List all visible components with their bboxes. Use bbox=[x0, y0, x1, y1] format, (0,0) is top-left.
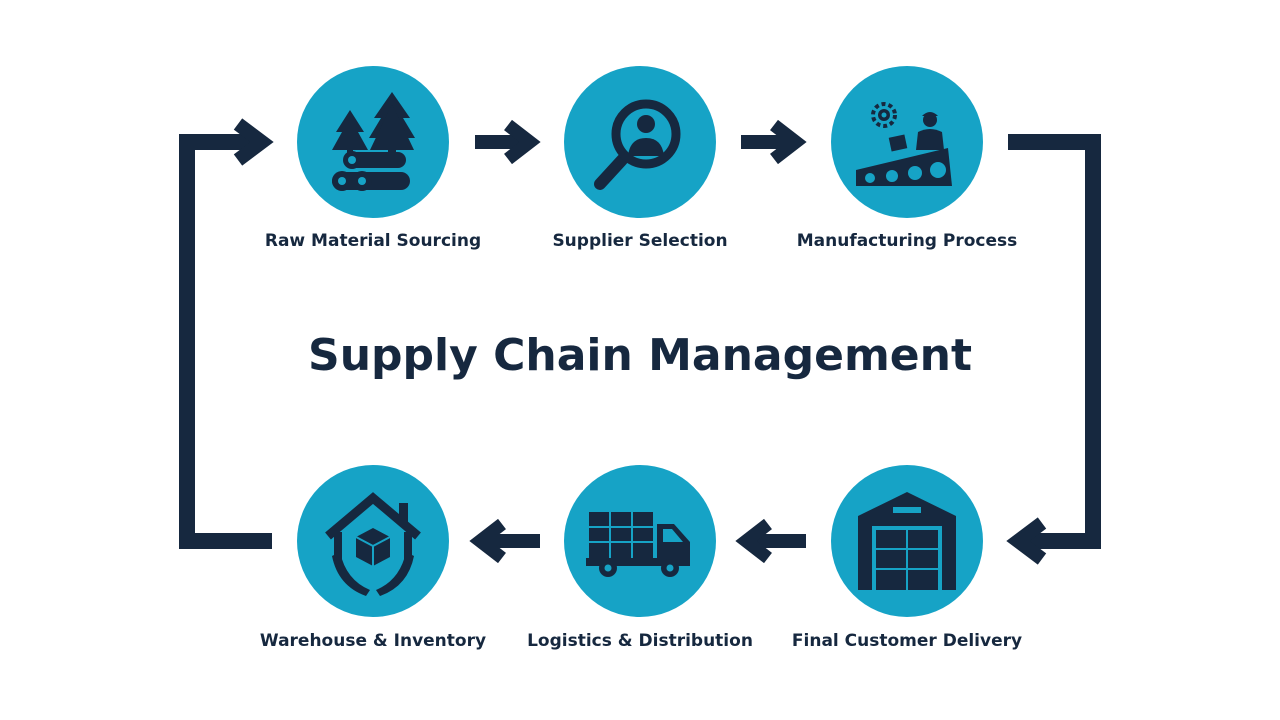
hands-house-box-icon bbox=[325, 492, 421, 596]
warehouse-boxes-icon bbox=[858, 492, 956, 590]
step-circle bbox=[297, 66, 449, 218]
delivery-truck-icon bbox=[586, 512, 690, 577]
step-circle bbox=[831, 66, 983, 218]
arrow-left-icon bbox=[735, 518, 806, 564]
step-label: Supplier Selection bbox=[552, 231, 727, 251]
arrow-right-icon bbox=[741, 119, 807, 165]
step-manufacturing-process: Manufacturing Process bbox=[797, 66, 1018, 251]
step-logistics-distribution: Logistics & Distribution bbox=[527, 465, 753, 651]
right-loop-arrowhead bbox=[1006, 517, 1047, 565]
step-warehouse-inventory: Warehouse & Inventory bbox=[260, 465, 486, 651]
magnifier-person-icon bbox=[594, 99, 681, 190]
worker-conveyor-icon bbox=[856, 102, 952, 186]
arrow-left-icon bbox=[469, 518, 540, 564]
step-label: Logistics & Distribution bbox=[527, 631, 753, 651]
step-label: Warehouse & Inventory bbox=[260, 631, 486, 651]
arrow-right-icon bbox=[475, 119, 541, 165]
step-label: Manufacturing Process bbox=[797, 231, 1018, 251]
diagram-title: Supply Chain Management bbox=[308, 330, 972, 381]
left-loop-arrowhead bbox=[233, 118, 274, 166]
step-raw-material-sourcing: Raw Material Sourcing bbox=[265, 66, 481, 251]
step-arrows bbox=[469, 119, 807, 564]
step-supplier-selection: Supplier Selection bbox=[552, 66, 728, 251]
trees-and-logs-icon bbox=[332, 92, 415, 191]
step-label: Raw Material Sourcing bbox=[265, 231, 481, 251]
step-final-customer-delivery: Final Customer Delivery bbox=[792, 465, 1022, 651]
left-loop-line bbox=[179, 134, 272, 549]
right-loop-line bbox=[1008, 134, 1101, 549]
step-label: Final Customer Delivery bbox=[792, 631, 1022, 651]
loop-connector bbox=[179, 118, 1101, 565]
